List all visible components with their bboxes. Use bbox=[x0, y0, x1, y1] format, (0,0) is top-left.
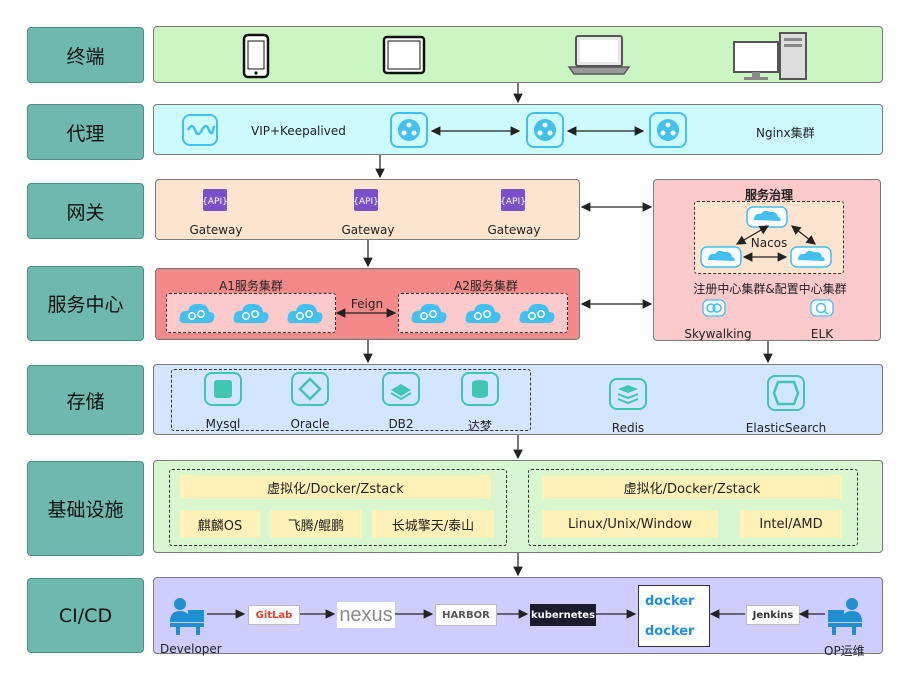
os-box-linux: Linux/Unix/Window bbox=[542, 510, 718, 538]
nexus-logo: nexus bbox=[337, 602, 395, 628]
oracle-icon bbox=[291, 372, 329, 406]
virt-box-right: 虚拟化/Docker/Zstack bbox=[542, 475, 842, 499]
nginx-cluster-label: Nginx集群 bbox=[756, 126, 815, 140]
proxy-panel: VIP+Keepalived Nginx集群 bbox=[153, 104, 883, 155]
relational-db-box bbox=[171, 369, 531, 431]
service-cloud-icon-2 bbox=[233, 303, 269, 323]
developer-label: Developer bbox=[160, 642, 222, 656]
service-cloud-icon-3 bbox=[287, 303, 323, 323]
vip-keepalived-label: VIP+Keepalived bbox=[251, 124, 346, 138]
nacos-cluster-label: 注册中心集群&配置中心集群 bbox=[693, 282, 847, 296]
layer-label-cicd: CI/CD bbox=[27, 578, 144, 653]
os-box-phytium: 飞腾/鲲鹏 bbox=[270, 510, 362, 538]
docker-logo-2: docker bbox=[645, 624, 695, 639]
gateway-label-1: Gateway bbox=[189, 223, 243, 237]
nginx-node-icon-1 bbox=[390, 112, 428, 148]
infra-general-box bbox=[528, 469, 858, 546]
terminal-panel bbox=[153, 26, 883, 83]
skywalking-icon bbox=[702, 299, 726, 317]
layer-label-storage: 存储 bbox=[27, 365, 144, 435]
gateway-panel: {API} Gateway {API} Gateway {API} Gatewa… bbox=[155, 179, 580, 240]
mysql-icon bbox=[204, 372, 242, 406]
os-box-intel: Intel/AMD bbox=[740, 510, 842, 538]
governance-title: 服务治理 bbox=[744, 188, 793, 202]
layer-label-terminal: 终端 bbox=[27, 27, 144, 83]
nginx-node-icon-3 bbox=[649, 112, 687, 148]
desktop-icon bbox=[733, 32, 807, 80]
service-cloud-icon-1 bbox=[179, 303, 215, 323]
dameng-label: 达梦 bbox=[467, 419, 492, 433]
gitlab-logo: GitLab bbox=[248, 605, 300, 625]
phone-icon bbox=[242, 33, 270, 79]
nacos-node-icon-2 bbox=[700, 246, 742, 268]
svg-text:{API}: {API} bbox=[202, 197, 228, 207]
feign-label: Feign bbox=[350, 297, 384, 311]
service-cloud-icon-6 bbox=[519, 303, 555, 323]
developer-icon bbox=[170, 598, 204, 635]
os-box-kylin: 麒麟OS bbox=[180, 510, 260, 538]
a1-cluster-label: A1服务集群 bbox=[219, 279, 283, 293]
svg-text:{API}: {API} bbox=[500, 197, 526, 207]
redis-icon bbox=[609, 378, 647, 410]
cicd-panel: Developer GitLab nexus HARBOR kubernetes… bbox=[153, 577, 883, 658]
laptop-icon bbox=[567, 35, 631, 75]
jenkins-logo: Jenkins bbox=[746, 605, 800, 625]
nacos-node-icon-1 bbox=[746, 206, 788, 228]
svg-text:{API}: {API} bbox=[353, 197, 379, 207]
oracle-label: Oracle bbox=[290, 417, 330, 431]
keepalived-icon bbox=[182, 114, 218, 146]
service-cloud-icon-5 bbox=[465, 303, 501, 323]
gateway-icon-2: {API} bbox=[353, 189, 379, 211]
virt-box-left: 虚拟化/Docker/Zstack bbox=[180, 475, 491, 499]
elasticsearch-icon bbox=[767, 375, 805, 411]
gateway-label-2: Gateway bbox=[341, 223, 395, 237]
governance-panel: 服务治理 Nacos 注册中心集群&配置中心集群 Skywalking ELK bbox=[653, 179, 881, 341]
service-cloud-icon-4 bbox=[411, 303, 447, 323]
skywalking-label: Skywalking bbox=[684, 327, 752, 341]
layer-label-gateway: 网关 bbox=[27, 183, 144, 239]
op-icon bbox=[828, 598, 862, 635]
elk-label: ELK bbox=[810, 327, 834, 341]
dameng-icon bbox=[461, 372, 499, 406]
layer-label-proxy: 代理 bbox=[27, 104, 144, 160]
layer-label-service-center: 服务中心 bbox=[27, 266, 144, 341]
layer-label-infra: 基础设施 bbox=[27, 461, 144, 556]
gateway-icon-1: {API} bbox=[202, 189, 228, 211]
elk-icon bbox=[810, 299, 834, 317]
service-center-panel: A1服务集群 A2服务集群 Feign bbox=[155, 268, 580, 340]
a2-cluster-label: A2服务集群 bbox=[454, 279, 518, 293]
mysql-label: Mysql bbox=[205, 417, 241, 431]
os-box-greatwall: 长城擎天/泰山 bbox=[372, 510, 494, 538]
gateway-icon-3: {API} bbox=[500, 189, 526, 211]
op-label: OP运维 bbox=[824, 644, 865, 658]
nginx-node-icon-2 bbox=[526, 112, 564, 148]
nacos-label: Nacos bbox=[750, 236, 788, 250]
docker-logo-1: docker bbox=[645, 594, 695, 609]
db2-icon bbox=[382, 372, 420, 406]
nacos-node-icon-3 bbox=[790, 246, 832, 268]
harbor-logo: HARBOR bbox=[435, 604, 497, 626]
elasticsearch-label: ElasticSearch bbox=[745, 421, 827, 435]
kubernetes-logo: kubernetes bbox=[530, 604, 596, 626]
docker-host-box: docker docker bbox=[638, 585, 710, 647]
redis-label: Redis bbox=[611, 421, 645, 435]
infra-domestic-box bbox=[169, 469, 507, 546]
storage-panel: Mysql Oracle DB2 达梦 Redis ElasticSearch bbox=[153, 364, 883, 435]
db2-label: DB2 bbox=[388, 417, 414, 431]
tablet-icon bbox=[382, 35, 426, 75]
infra-panel: 虚拟化/Docker/Zstack 虚拟化/Docker/Zstack 麒麟OS… bbox=[153, 460, 883, 553]
gateway-label-3: Gateway bbox=[487, 223, 541, 237]
